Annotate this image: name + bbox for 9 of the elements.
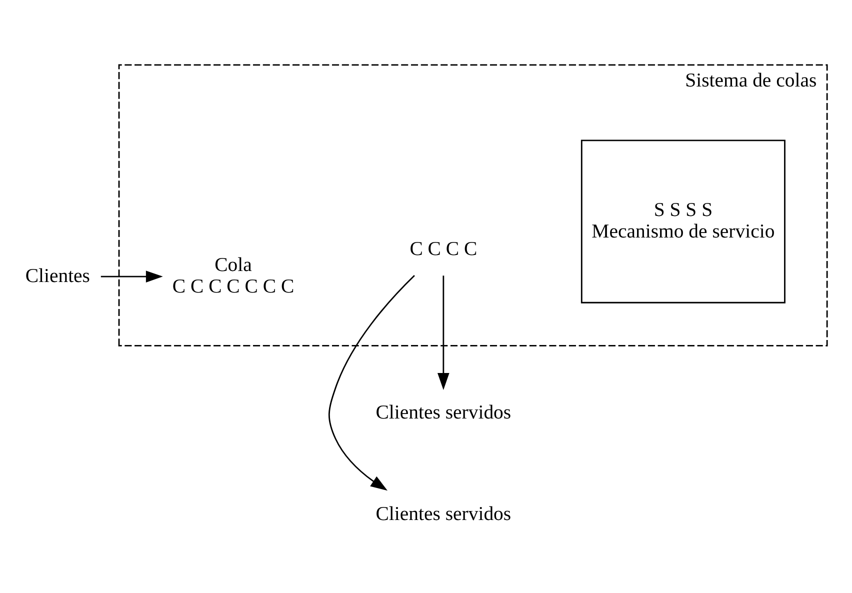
node-text: Clientes servidos <box>375 502 511 525</box>
arrow <box>328 274 414 490</box>
node-text: Clientes <box>24 264 90 286</box>
node-text: C C C C <box>409 237 477 260</box>
node-text: Clientes servidos <box>375 401 511 424</box>
arrow <box>100 270 162 282</box>
arrow <box>437 275 449 390</box>
node-box: S S S S Mecanismo de servicio <box>580 139 785 303</box>
node-text: Cola C C C C C C C <box>172 254 294 297</box>
